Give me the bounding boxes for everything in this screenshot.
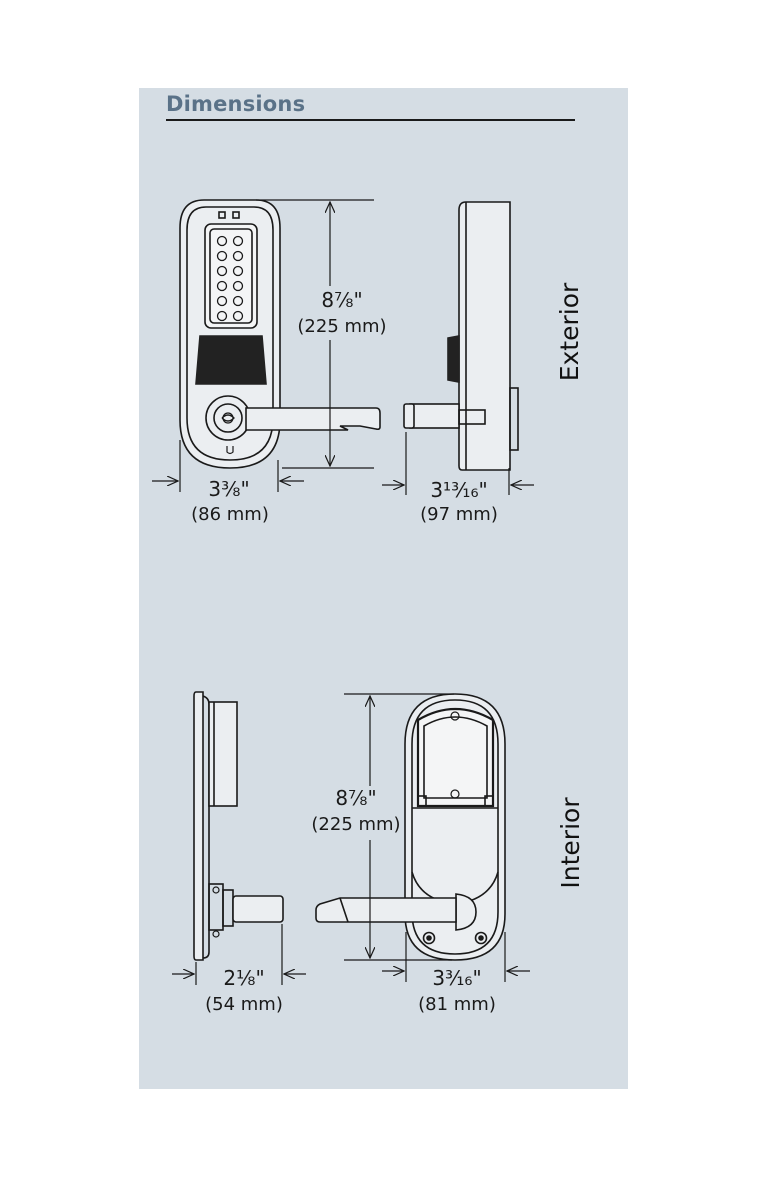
exterior-label: Exterior: [555, 282, 584, 381]
exterior-height-fraction: 8⁷⁄₈": [321, 288, 362, 312]
exterior-height-mm: (225 mm): [297, 316, 386, 337]
interior-height-fraction: 8⁷⁄₈": [335, 786, 376, 810]
interior-label: Interior: [556, 797, 585, 889]
exterior-front-view: [179, 199, 381, 469]
interior-depth-fraction: 2¹⁄₈": [223, 966, 264, 990]
exterior-depth-mm: (97 mm): [420, 504, 498, 525]
interior-width-dimension: [382, 932, 530, 982]
exterior-side-view: [403, 201, 519, 471]
exterior-depth-fraction: 3¹³⁄₁₆": [430, 478, 487, 502]
interior-width-fraction: 3³⁄₁₆": [432, 966, 481, 990]
interior-front-view: [315, 693, 506, 961]
interior-depth-dimension: [172, 924, 306, 985]
exterior-height-dimension: [256, 199, 374, 469]
exterior-width-mm: (86 mm): [191, 504, 269, 525]
section-title: Dimensions: [166, 92, 306, 116]
interior-depth-mm: (54 mm): [205, 994, 283, 1015]
exterior-depth-dimension: [382, 432, 534, 495]
interior-height-dimension: [344, 693, 454, 961]
title-underline: [166, 119, 575, 121]
interior-height-mm: (225 mm): [311, 814, 400, 835]
interior-side-view: [193, 691, 284, 961]
exterior-width-dimension: [152, 440, 304, 492]
interior-width-mm: (81 mm): [418, 994, 496, 1015]
exterior-width-fraction: 3³⁄₈": [208, 477, 249, 501]
